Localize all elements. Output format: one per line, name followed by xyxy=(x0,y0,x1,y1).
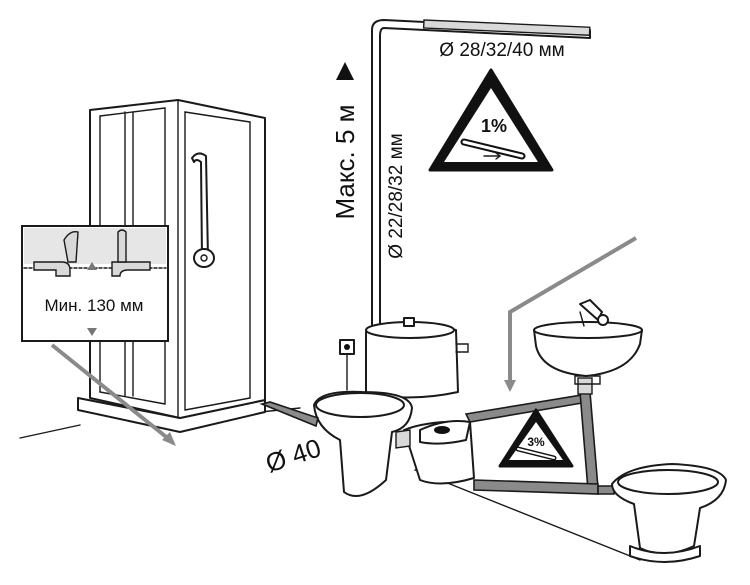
slope-sink-label: 3% xyxy=(527,435,545,449)
arrow-up-icon xyxy=(336,62,354,80)
sink-drain-pipes xyxy=(464,377,615,495)
min-height-detail-inset: Мин. 130 мм xyxy=(21,225,169,342)
second-toilet xyxy=(611,463,727,563)
max-height-indicator: Макс. 5 м xyxy=(330,62,360,220)
toilet-outlet-label: Ø 40 xyxy=(262,432,325,478)
min-height-label: Мин. 130 мм xyxy=(45,296,144,315)
arrow-down-icon xyxy=(87,328,97,336)
max-height-label: Макс. 5 м xyxy=(330,104,360,219)
vertical-pipe-diameter-label: Ø 22/28/32 мм xyxy=(386,133,407,258)
arrow-up-icon xyxy=(87,262,97,270)
horizontal-pipe-diameter-label: Ø 28/32/40 мм xyxy=(439,40,564,61)
wash-basin xyxy=(533,299,643,385)
toilet-with-pump xyxy=(313,317,475,497)
slope-warning-icon: 1% xyxy=(428,68,554,172)
slope-main-label: 1% xyxy=(481,116,507,136)
discharge-pipe xyxy=(371,19,591,331)
arrow-right-icon xyxy=(483,152,502,160)
slope-warning-icon: 3% xyxy=(498,408,574,468)
